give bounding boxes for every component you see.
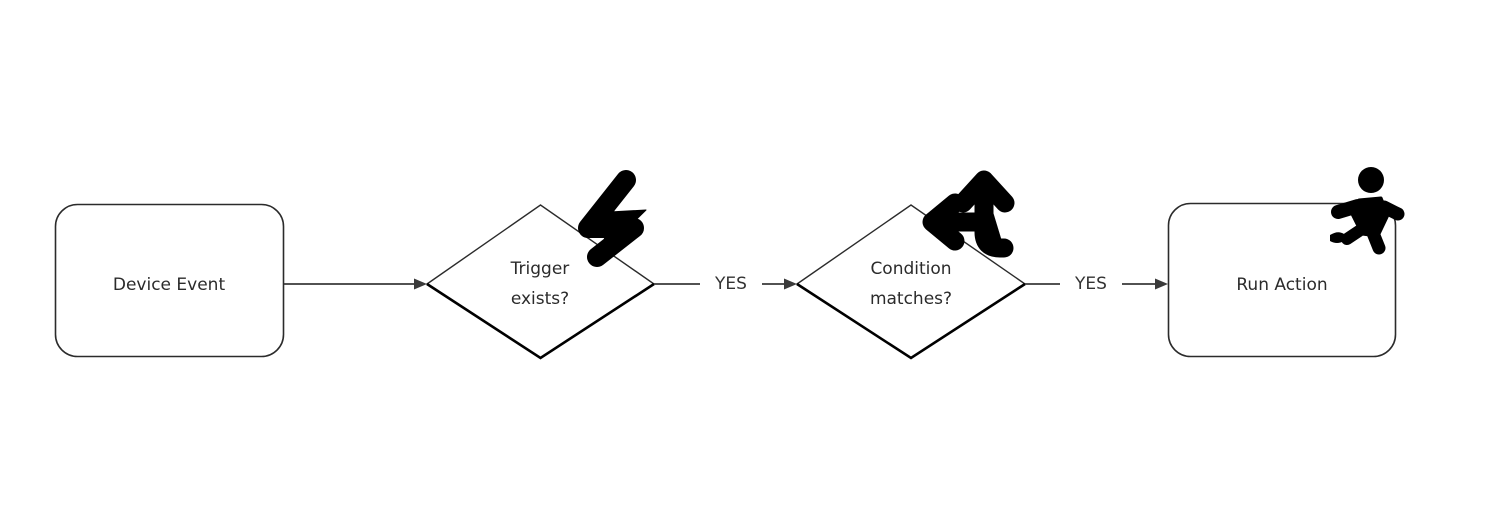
running-person-icon-leg-front: [1366, 226, 1386, 255]
lightning-bolt-icon: [578, 170, 647, 267]
run-action-label: Run Action: [1236, 275, 1327, 295]
edge-3-arrowhead: [1155, 278, 1168, 290]
edge-3-label-yes: YES: [1074, 274, 1107, 294]
branch-arrow-icon: [922, 170, 1015, 258]
running-person-icon-arm-back: [1331, 199, 1365, 219]
condition-matches-label-line2: matches?: [870, 289, 952, 309]
edge-2-arrowhead: [784, 278, 797, 290]
edge-1-arrowhead: [414, 278, 427, 290]
running-person-icon-head: [1358, 167, 1384, 193]
node-device-event[interactable]: Device Event: [54, 203, 285, 358]
edge-device-event-to-trigger: [284, 278, 427, 290]
branch-arrow-icon-left-head: [922, 193, 965, 251]
trigger-exists-label-line1: Trigger: [510, 259, 570, 279]
device-event-box[interactable]: [54, 203, 285, 358]
device-event-label: Device Event: [113, 275, 226, 295]
edge-2-label-yes: YES: [714, 274, 747, 294]
trigger-exists-label-line2: exists?: [511, 289, 569, 309]
trigger-exists-diamond-bottom-edge: [426, 282, 655, 360]
running-person-icon-arm-front: [1377, 200, 1405, 221]
condition-matches-diamond-bottom-edge: [796, 282, 1026, 360]
running-person-icon-foot: [1330, 232, 1346, 243]
branch-arrow-icon-up-head: [953, 170, 1015, 213]
running-person-icon: [1330, 167, 1405, 255]
lightning-bolt-icon-fill: [581, 177, 647, 263]
running-person-icon-leg-back: [1341, 225, 1365, 245]
condition-matches-label-line1: Condition: [870, 259, 951, 279]
edge-trigger-to-condition: YES: [654, 274, 797, 294]
edge-condition-to-run-action: YES: [1025, 274, 1168, 294]
